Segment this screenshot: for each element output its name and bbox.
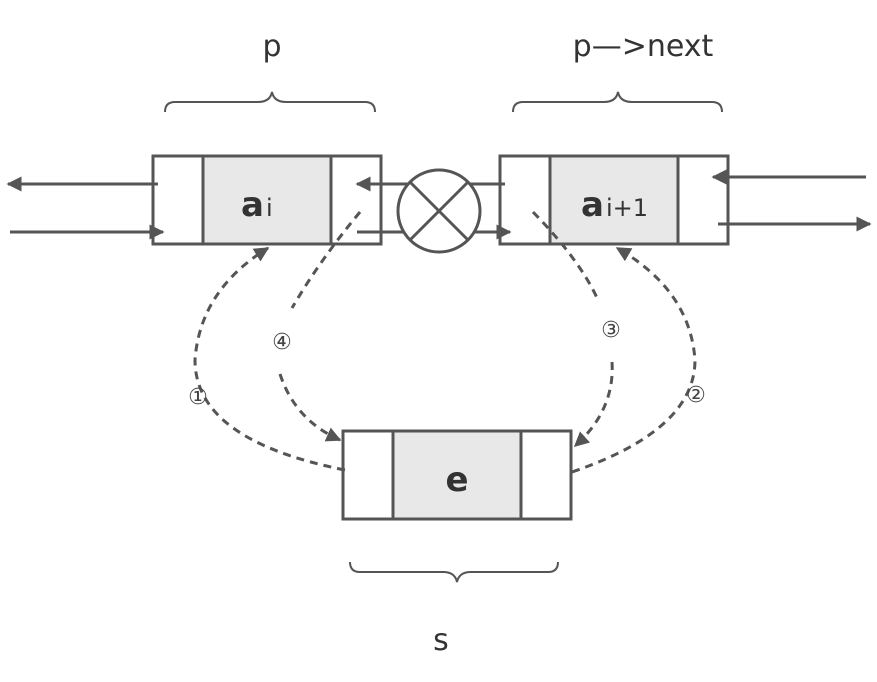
label-p-next: p—>next <box>573 29 714 64</box>
node-ai-subscript: i <box>266 194 273 222</box>
broken-link-icon <box>396 168 482 254</box>
dashed-arrow-1 <box>193 246 346 472</box>
brace-s <box>349 561 559 583</box>
brace-p-next <box>512 91 723 113</box>
dashed-arrow-4 <box>278 211 362 440</box>
node-ai-plus-1: a i+1 <box>498 154 730 246</box>
node-ai: a i <box>151 154 383 246</box>
node-ai-label: a <box>241 185 264 225</box>
dashed-arrow-3 <box>531 210 614 446</box>
label-p: p <box>262 29 281 64</box>
node-ai-plus-1-subscript: i+1 <box>606 194 648 222</box>
step-2-label: ② <box>686 383 706 408</box>
brace-p <box>164 91 376 113</box>
step-3-label: ③ <box>601 318 621 343</box>
node-ai-plus-1-label: a <box>581 185 604 225</box>
label-s: s <box>433 623 449 658</box>
step-4-label: ④ <box>272 330 292 355</box>
node-e: e <box>341 429 573 521</box>
dashed-arrow-2 <box>571 246 697 474</box>
step-1-label: ① <box>188 385 208 410</box>
node-e-label: e <box>445 460 468 500</box>
